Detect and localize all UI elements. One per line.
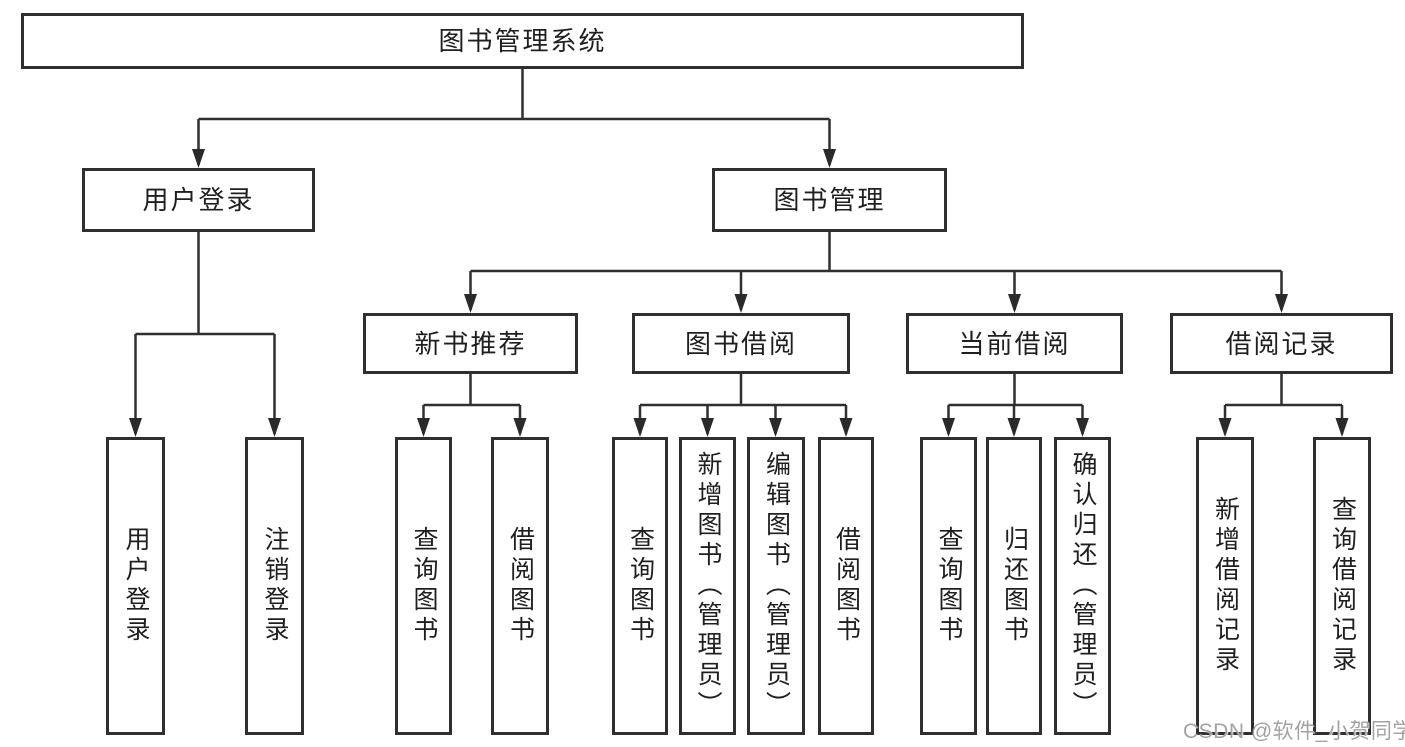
node-borrow-books-action: 借阅图书: [818, 437, 874, 735]
node-user-login: 用户登录: [82, 168, 315, 232]
arrowheads: [129, 149, 1349, 437]
node-add-book-admin: 新增图书（管理员）: [679, 437, 736, 735]
node-borrow-books-recommend: 借阅图书: [491, 437, 549, 735]
connector-bookmgmt-to-level3: [469, 232, 1283, 310]
node-borrow-records: 借阅记录: [1170, 313, 1393, 374]
node-new-book-recommend: 新书推荐: [363, 313, 578, 374]
node-user-login-action: 用户登录: [106, 437, 165, 735]
csdn-watermark: CSDN @软件_小贺同学: [1183, 720, 1405, 743]
connector-records-to-children: [1223, 374, 1344, 434]
node-current-borrow: 当前借阅: [906, 313, 1123, 374]
node-query-books-recommend: 查询图书: [395, 437, 452, 735]
node-query-borrow-record: 查询借阅记录: [1313, 437, 1371, 735]
node-query-books-borrow: 查询图书: [612, 437, 668, 735]
node-book-borrow: 图书借阅: [632, 313, 850, 374]
node-logout-action: 注销登录: [245, 437, 304, 735]
connector-userlogin-to-children: [134, 232, 276, 434]
connector-bookborrow-to-children: [638, 374, 848, 434]
connector-root-to-level2: [197, 68, 831, 165]
node-return-books: 归还图书: [986, 437, 1042, 735]
node-book-management: 图书管理: [712, 168, 947, 232]
connector-newbook-to-children: [422, 374, 522, 434]
node-add-borrow-record: 新增借阅记录: [1196, 437, 1254, 735]
node-edit-book-admin: 编辑图书（管理员）: [747, 437, 805, 735]
node-confirm-return-admin: 确认归还（管理员）: [1054, 437, 1111, 735]
node-query-books-current: 查询图书: [920, 437, 977, 735]
node-system-root: 图书管理系统: [21, 13, 1024, 69]
